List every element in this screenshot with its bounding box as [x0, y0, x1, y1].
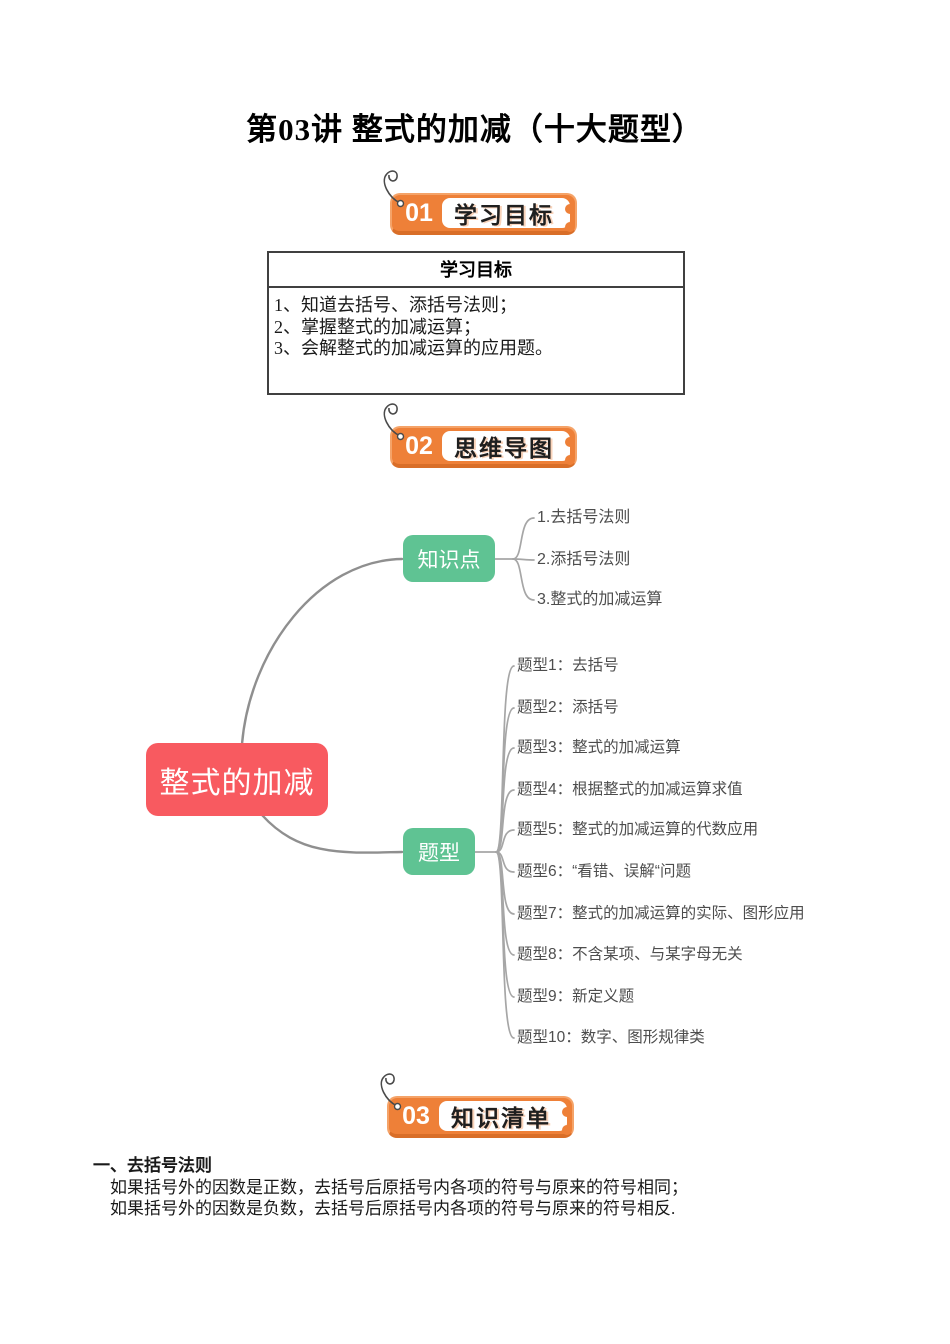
- mindmap-leaf-type: 题型9：新定义题: [517, 988, 635, 1005]
- section-number: 03: [402, 1101, 430, 1130]
- section-badge-01: 01 学习目标: [383, 170, 577, 235]
- ticket-notch: [565, 222, 575, 232]
- section-title: 学习目标: [454, 202, 554, 228]
- mindmap-root-node: 整式的加减: [146, 743, 328, 816]
- knowledge-list-section: 一、去括号法则 如果括号外的因数是正数，去括号后原括号内各项的符号与原来的符号相…: [93, 1155, 693, 1219]
- mindmap-knowledge-node: 知识点: [403, 535, 495, 582]
- section-badge-03: 03 知识清单: [380, 1073, 574, 1138]
- table-body: 1、知道去括号、添括号法则； 2、掌握整式的加减运算； 3、会解整式的加减运算的…: [269, 288, 683, 393]
- ticket-notch: [562, 1107, 572, 1117]
- section-badge-02: 02 思维导图: [383, 403, 577, 468]
- ticket-notch: [562, 1125, 572, 1135]
- section-number: 02: [405, 431, 433, 460]
- table-header: 学习目标: [269, 253, 683, 288]
- mindmap-leaf-type: 题型7：整式的加减运算的实际、图形应用: [517, 905, 805, 922]
- ticket-notch: [565, 437, 575, 447]
- ticket-notch: [565, 204, 575, 214]
- table-row: 2、掌握整式的加减运算；: [274, 316, 481, 337]
- mindmap-leaf-type: 题型6：“看错、误解“问题: [517, 863, 691, 880]
- rule-heading: 一、去括号法则: [93, 1156, 212, 1175]
- ticket-notch: [565, 455, 575, 465]
- squiggle-pin-icon: [383, 403, 405, 441]
- section-title: 思维导图: [454, 435, 554, 461]
- squiggle-pin-icon: [383, 170, 405, 208]
- mindmap-leaf-knowledge: 2.添括号法则: [537, 551, 631, 568]
- mindmap-leaf-type: 题型8：不含某项、与某字母无关: [517, 946, 743, 963]
- table-row: 1、知道去括号、添括号法则；: [274, 295, 517, 315]
- mindmap-leaf-type: 题型10：数字、图形规律类: [517, 1029, 705, 1046]
- section-title: 知识清单: [451, 1105, 551, 1131]
- rule-line: 如果括号外的因数是正数，去括号后原括号内各项的符号与原来的符号相同；: [110, 1178, 688, 1197]
- section-number: 01: [405, 198, 433, 227]
- table-row: 3、会解整式的加减运算的应用题。: [274, 338, 553, 358]
- squiggle-pin-icon: [380, 1073, 402, 1111]
- mindmap-leaf-type: 题型4：根据整式的加减运算求值: [517, 781, 743, 798]
- mindmap-leaf-type: 题型2：添括号: [517, 699, 619, 716]
- mindmap-leaf-type: 题型1：去括号: [517, 657, 619, 674]
- mindmap-leaf-type: 题型5：整式的加减运算的代数应用: [517, 821, 759, 838]
- mindmap-leaf-knowledge: 3.整式的加减运算: [537, 591, 663, 608]
- learning-goals-table: 学习目标 1、知道去括号、添括号法则； 2、掌握整式的加减运算； 3、会解整式的…: [267, 251, 685, 395]
- mindmap-types-node: 题型: [403, 828, 475, 875]
- mindmap-leaf-type: 题型3：整式的加减运算: [517, 739, 681, 756]
- mindmap-leaf-knowledge: 1.去括号法则: [537, 509, 631, 526]
- page-title: 第03讲 整式的加减（十大题型）: [246, 112, 704, 147]
- rule-line: 如果括号外的因数是负数，去括号后原括号内各项的符号与原来的符号相反.: [110, 1199, 676, 1218]
